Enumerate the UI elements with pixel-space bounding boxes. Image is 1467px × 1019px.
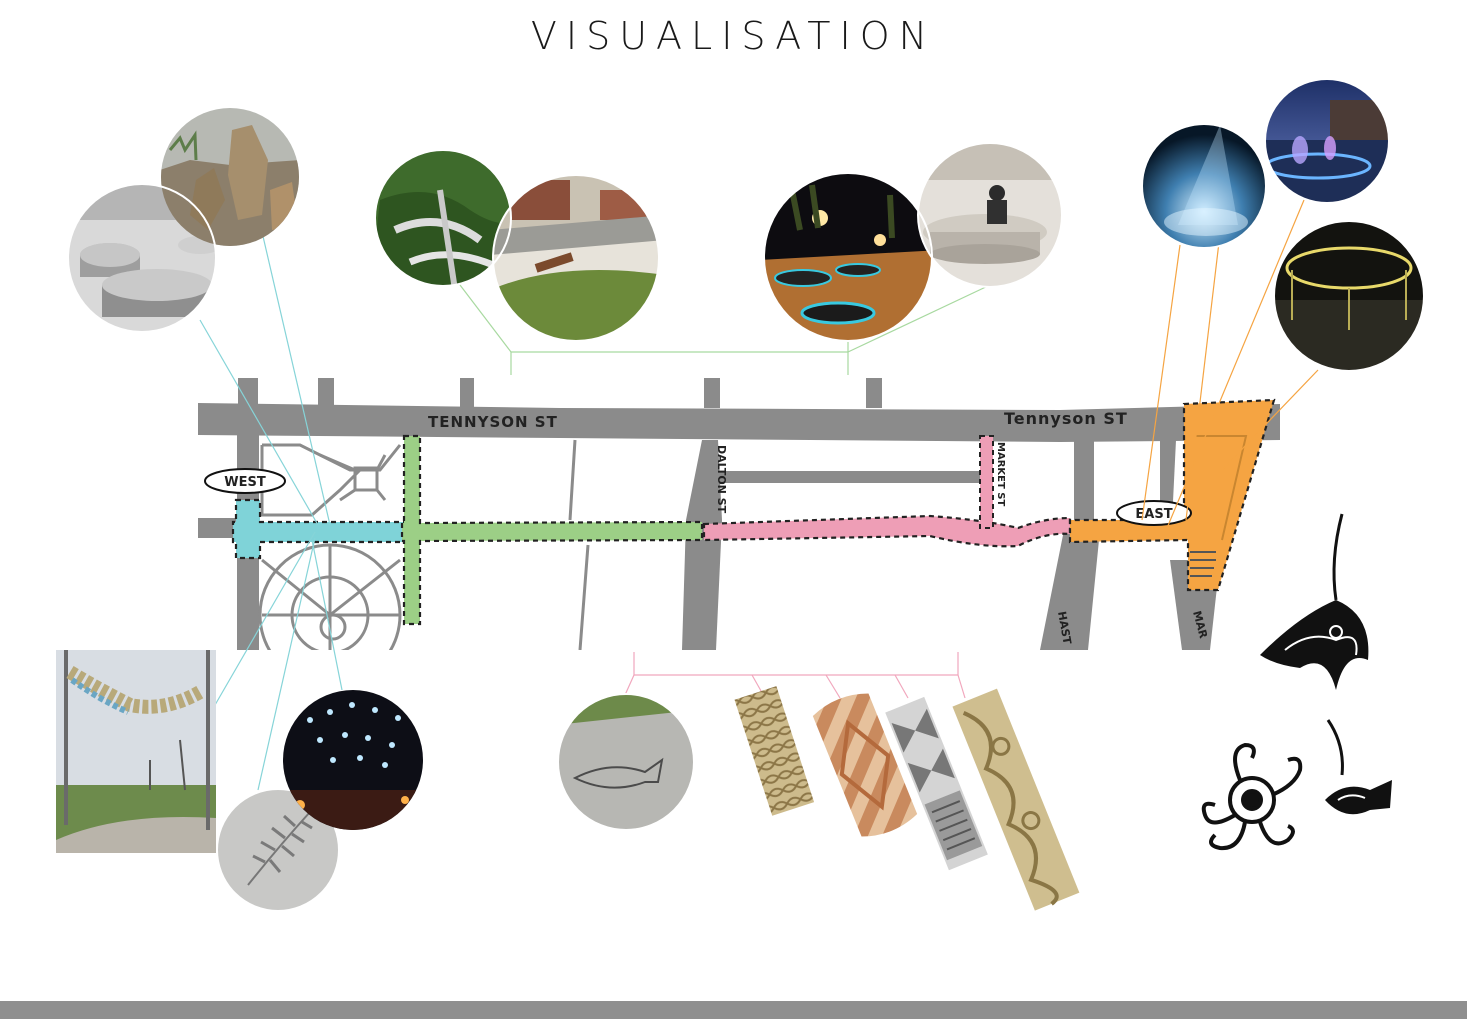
octopus-tattoo-icon [1201,742,1303,851]
light-ring-photo [1274,221,1424,371]
carved-panel-photo [734,686,815,816]
leader-lines-east [1141,199,1319,541]
night-plaza-seats-photo [764,173,932,341]
brick-diamond-panel-photo [812,693,918,837]
street-label-tennyson-left: TENNYSON ST [428,413,558,431]
fountain-plaza-photo [1265,79,1389,203]
zone-pink [702,514,1072,548]
east-marker: EAST [1116,500,1192,526]
zone-pink-market-spur [979,435,994,529]
terraced-garden-photo [375,150,511,286]
koru-carving-panel-photo [952,688,1080,911]
manta-ray-tattoo-icon [1260,513,1369,690]
west-marker: WEST [204,468,286,494]
zone-west [231,498,407,560]
carved-fish-wall-photo [558,694,694,830]
road-network [198,378,1280,650]
street-label-market: MARKET ST [995,442,1006,506]
light-projection-photo [1142,124,1266,248]
street-map [198,375,1298,650]
east-marker-label: EAST [1135,507,1172,522]
leader-lines-pink [624,652,966,699]
festoon-lights-photo [283,690,423,830]
page-title: VISUALISATION [530,14,937,58]
feather-sculpture-photo [56,650,216,853]
street-label-tennyson-right: Tennyson ST [1004,409,1128,428]
zone-green [400,434,704,626]
west-marker-label: WEST [224,475,266,490]
planted-terrace-photo [493,175,659,341]
curved-bench-photo [918,143,1062,287]
street-label-dalton: DALTON ST [715,445,728,514]
leader-lines-west [199,231,343,791]
pyramid-stud-panel-photo [885,696,988,871]
footer-bar [0,1001,1467,1019]
street-label-hastings: HAST [1055,610,1074,645]
boulder-garden-photo [161,108,299,246]
fish-tattoo-icon [1325,719,1392,815]
zone-east [1068,398,1276,592]
